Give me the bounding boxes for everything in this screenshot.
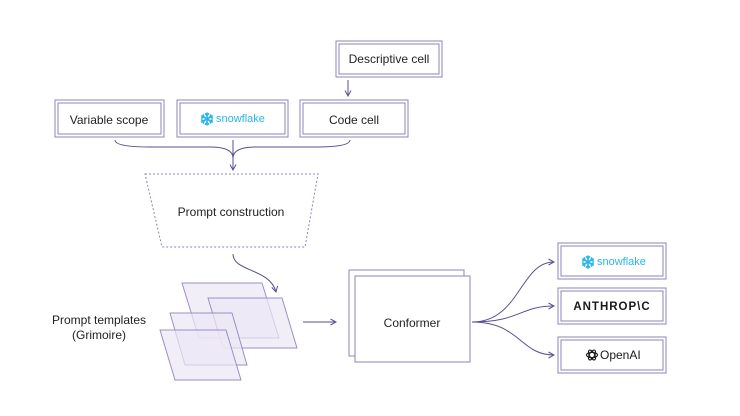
variable-scope-label: Variable scope xyxy=(70,113,149,127)
prompt-construction-node: Prompt construction xyxy=(144,173,319,248)
prompt-construction-label: Prompt construction xyxy=(178,205,285,219)
code-cell-label: Code cell xyxy=(329,113,379,127)
anthropic-provider-node: ANTHROP\C xyxy=(557,287,667,325)
prompt-template-stack xyxy=(159,282,298,381)
snowflake-source-node: snowflake xyxy=(176,99,289,138)
anthropic-logo-text: ANTHROP\C xyxy=(573,301,650,313)
conformer-label: Conformer xyxy=(384,316,441,330)
code-cell-node: Code cell xyxy=(299,99,409,138)
template-sheet xyxy=(159,329,242,381)
snowflake-provider-node: snowflake xyxy=(557,242,667,280)
prompt-templates-sublabel: (Grimoire) xyxy=(72,328,126,342)
prompt-templates-label: Prompt templates xyxy=(52,313,146,327)
merge-connectors xyxy=(114,139,351,170)
snowflake-logo-text: snowflake xyxy=(216,113,265,125)
variable-scope-node: Variable scope xyxy=(54,99,165,138)
construction-to-templates-arrow xyxy=(232,253,276,292)
openai-logo-text: OpenAI xyxy=(600,348,641,362)
openai-provider-node: OpenAI xyxy=(557,336,667,374)
fanout-connectors xyxy=(471,262,554,355)
descriptive-cell-node: Descriptive cell xyxy=(335,40,443,78)
openai-icon xyxy=(585,349,599,361)
snowflake-logo-text: snowflake xyxy=(597,256,646,268)
descriptive-cell-label: Descriptive cell xyxy=(349,52,430,66)
conformer-node: Conformer xyxy=(348,269,471,363)
